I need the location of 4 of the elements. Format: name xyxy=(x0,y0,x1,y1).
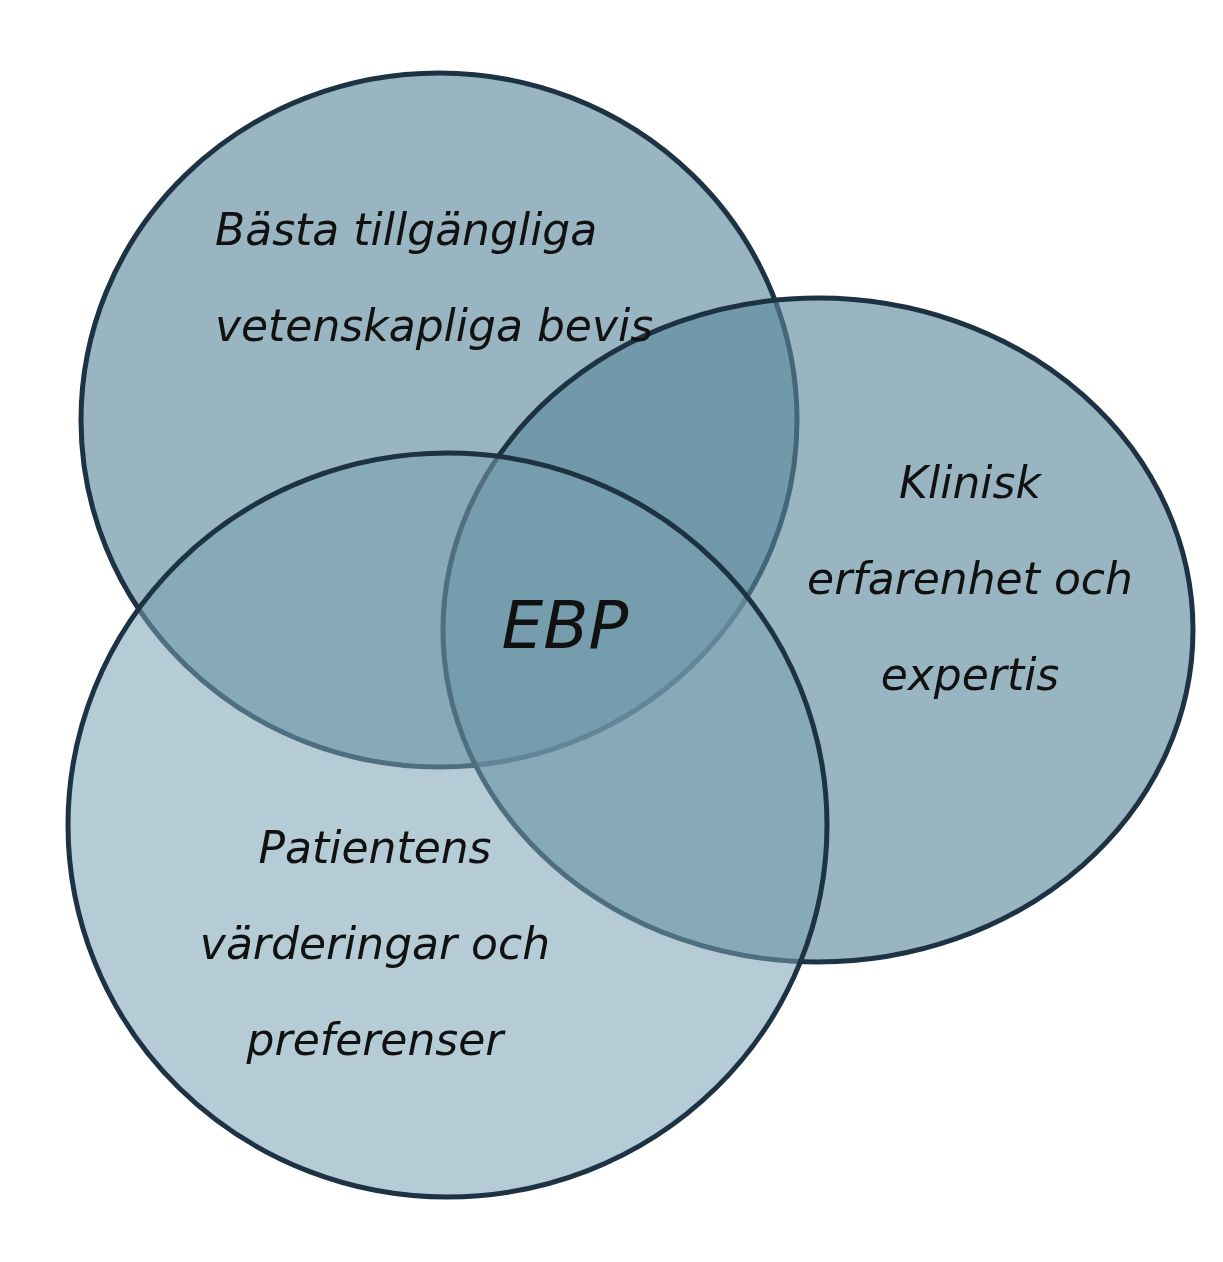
circle-label: Patientens värderingar och preferenser xyxy=(198,821,552,1067)
circle-label: Bästa tillgängliga vetenskapliga bevis xyxy=(215,203,655,353)
center-label: EBP xyxy=(501,586,629,664)
circle-label: Klinisk erfarenhet och expertis xyxy=(806,456,1134,702)
